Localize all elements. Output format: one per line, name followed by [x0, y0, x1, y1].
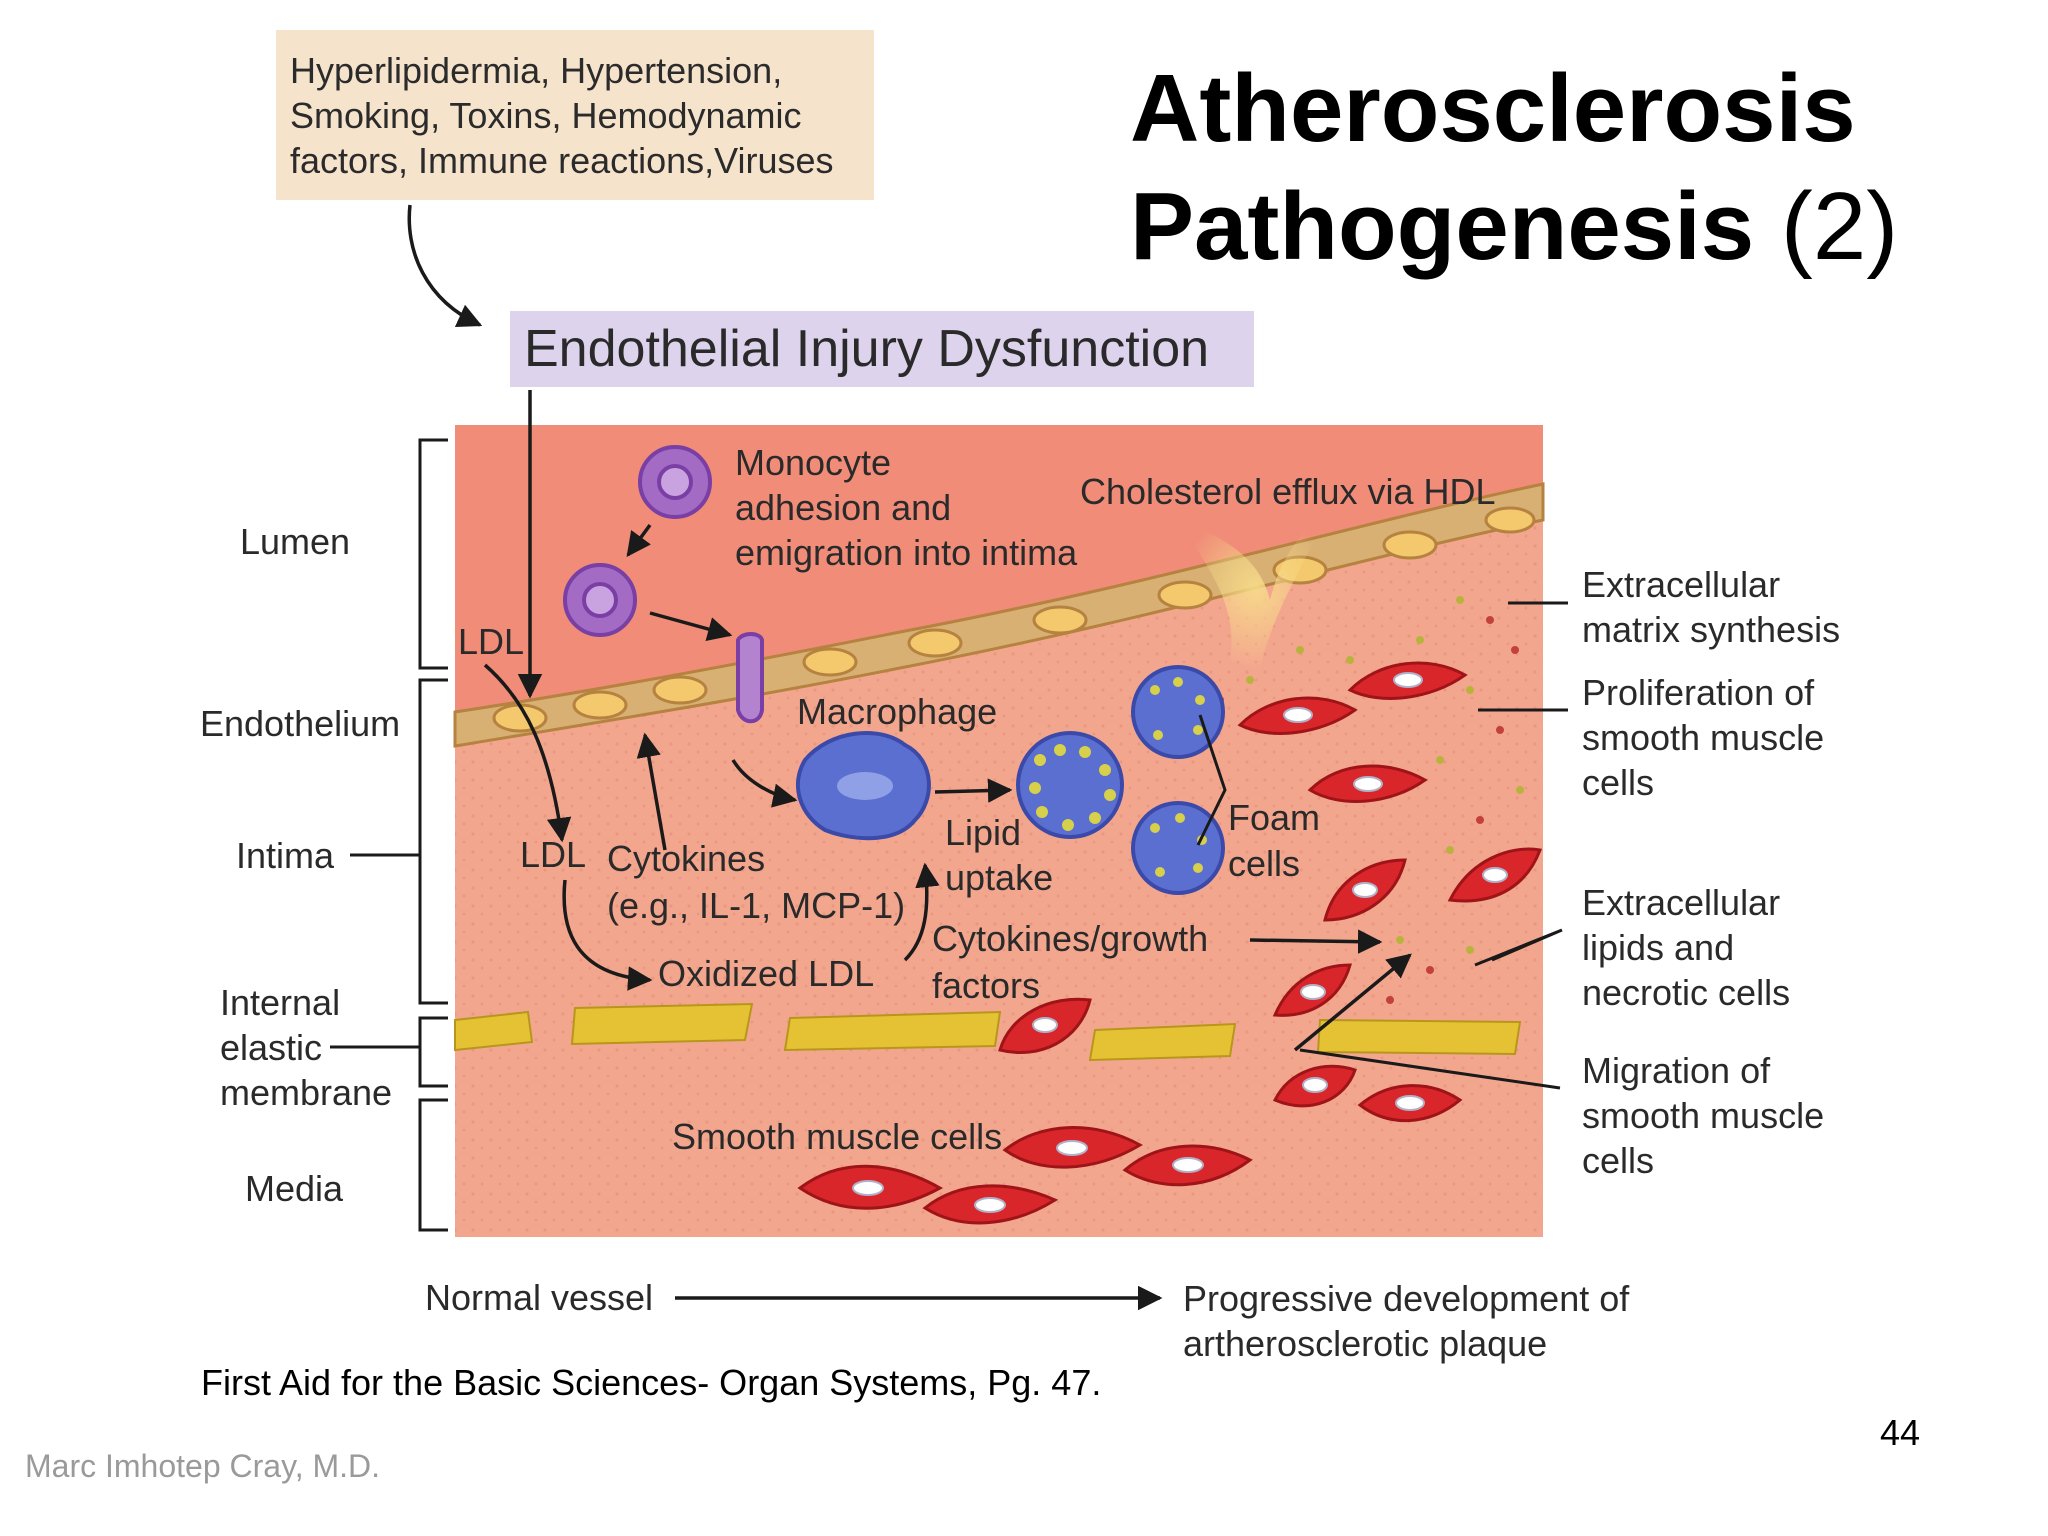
endothelium-band: [453, 482, 1545, 748]
foam-cell-lipid-droplets: [1029, 677, 1207, 877]
label-cytokines: Cytokines (e.g., IL-1, MCP-1): [607, 838, 906, 926]
pathway-arrows: [407, 204, 1412, 1311]
label-progressive-development: Progressive development of artherosclero…: [1183, 1278, 1630, 1364]
risk-line: Smoking, Toxins, Hemodynamic: [290, 95, 802, 136]
label-intima: Intima: [236, 835, 335, 876]
risk-line: factors, Immune reactions,Viruses: [290, 140, 834, 181]
slide-title: Atherosclerosis Pathogenesis (2): [1130, 50, 1898, 286]
title-suffix: (2): [1780, 173, 1899, 280]
page-number: 44: [1880, 1412, 1921, 1453]
foam-bracket: [1196, 714, 1227, 846]
lumen: [455, 425, 1543, 730]
label-normal-vessel: Normal vessel: [425, 1277, 654, 1318]
monocytes: [563, 445, 764, 724]
label-migration: Migration of smooth muscle cells: [1582, 1050, 1825, 1181]
hdl-efflux-plume: [1180, 510, 1330, 670]
label-extracellular-lipids: Extracellular lipids and necrotic cells: [1582, 882, 1791, 1013]
label-smooth-muscle-cells: Smooth muscle cells: [672, 1116, 1003, 1157]
author-credit: Marc Imhotep Cray, M.D.: [25, 1448, 381, 1484]
layer-brackets: [330, 438, 448, 1232]
extracellular-particles: [1216, 596, 1524, 1004]
label-macrophage: Macrophage: [797, 691, 998, 732]
risk-line: Hyperlipidermia, Hypertension,: [290, 50, 783, 91]
label-oxidized-ldl: Oxidized LDL: [658, 953, 875, 994]
label-endothelium: Endothelium: [200, 703, 401, 744]
risk-factors-box: Hyperlipidermia, Hypertension, Smoking, …: [276, 30, 874, 200]
label-growth-factors: Cytokines/growth factors: [932, 918, 1209, 1006]
label-cholesterol-efflux: Cholesterol efflux via HDL: [1080, 471, 1496, 512]
callout-lines: [1299, 601, 1568, 1090]
smooth-muscle-nuclei: [852, 672, 1508, 1213]
label-foam-cells: Foam cells: [1228, 797, 1321, 884]
title-line-2: Pathogenesis (2): [1130, 173, 1899, 280]
label-monocyte-adhesion: Monocyte adhesion and emigration into in…: [735, 442, 1078, 573]
label-internal-elastic-membrane: Internal elastic membrane: [220, 982, 393, 1113]
label-ldl-mid: LDL: [520, 834, 587, 875]
endothelial-injury-label: Endothelial Injury Dysfunction: [524, 320, 1210, 378]
label-lumen: Lumen: [240, 521, 351, 562]
label-ldl-top: LDL: [458, 621, 525, 662]
label-ecm-synthesis: Extracellular matrix synthesis: [1582, 564, 1841, 650]
title-line-1: Atherosclerosis: [1130, 55, 1856, 162]
label-proliferation: Proliferation of smooth muscle cells: [1582, 672, 1825, 803]
internal-elastic-membrane: [454, 1002, 1522, 1062]
endothelial-injury-box: Endothelial Injury Dysfunction: [510, 311, 1254, 387]
citation: First Aid for the Basic Sciences- Organ …: [201, 1362, 1102, 1403]
label-lipid-uptake: Lipid uptake: [945, 812, 1054, 898]
label-media: Media: [245, 1168, 344, 1209]
